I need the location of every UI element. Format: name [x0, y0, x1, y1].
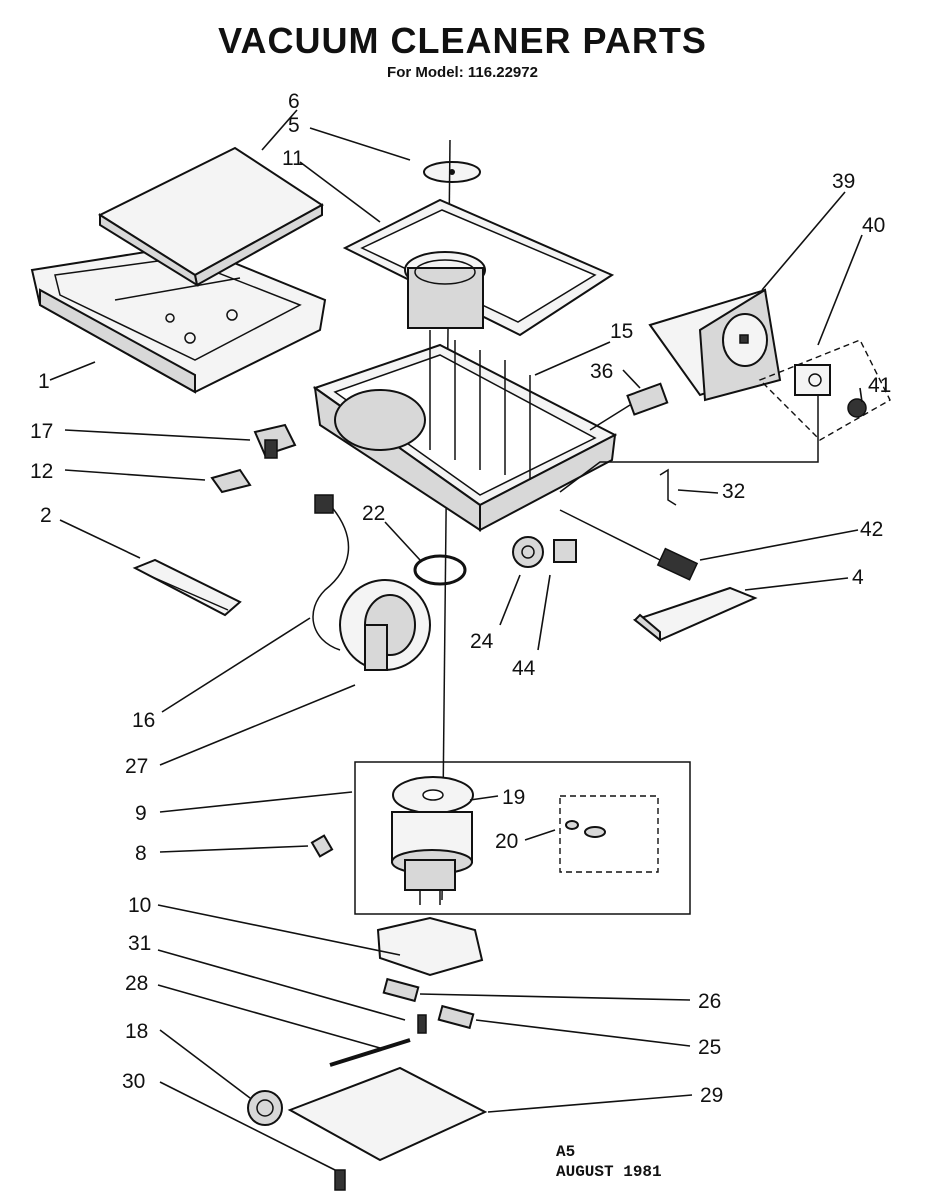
- part-1-lid-tray: [30, 243, 327, 394]
- part-40-clip: [794, 364, 831, 396]
- callout-5: 5: [288, 114, 300, 137]
- part-40-reference-line: [559, 395, 819, 493]
- callout-16: 16: [132, 709, 155, 732]
- callout-31: 31: [128, 932, 151, 955]
- part-8-screw: [310, 834, 334, 858]
- callout-2: 2: [40, 504, 52, 527]
- part-31-screw: [417, 1014, 427, 1034]
- callout-25: 25: [698, 1036, 721, 1059]
- part-28-rod: [329, 1038, 411, 1067]
- part-10-fan: [376, 916, 484, 977]
- page-title: VACUUM CLEANER PARTS: [218, 20, 707, 61]
- callout-10: 10: [128, 894, 151, 917]
- part-12-button: [210, 468, 252, 494]
- motor-body: [391, 811, 473, 905]
- callout-24: 24: [470, 630, 494, 653]
- part-29-base-plate: [287, 1066, 488, 1162]
- part-27-reel-bracket: [364, 624, 388, 671]
- callout-44: 44: [512, 657, 536, 680]
- part-30-screw: [334, 1169, 346, 1191]
- part-42-cord-plug: [559, 509, 699, 581]
- part-25-clip: [437, 1004, 475, 1030]
- callout-12: 12: [30, 460, 53, 483]
- callout-32: 32: [722, 480, 745, 503]
- callout-4: 4: [852, 566, 864, 589]
- part-22-o-ring: [413, 554, 467, 586]
- leader-lines: [49, 109, 863, 1171]
- model-subtitle: For Model: 116.22972: [387, 64, 538, 81]
- part-24-fitting: [512, 536, 544, 568]
- callout-27: 27: [125, 755, 148, 778]
- callout-39: 39: [832, 170, 855, 193]
- callout-20: 20: [495, 830, 518, 853]
- part-19-motor-cap: [392, 776, 474, 814]
- footer-block: A5 AUGUST 1981: [556, 1142, 662, 1182]
- callout-30: 30: [122, 1070, 145, 1093]
- callout-26: 26: [698, 990, 721, 1013]
- callout-42: 42: [860, 518, 883, 541]
- callout-6: 6: [288, 90, 300, 113]
- part-4-handle: [632, 586, 758, 643]
- callout-18: 18: [125, 1020, 148, 1043]
- part-41-nut: [847, 398, 867, 418]
- part-39-bag-holder: [648, 288, 782, 402]
- callout-19: 19: [502, 786, 525, 809]
- part-2-latch: [132, 558, 242, 617]
- part-44-fitting: [553, 539, 577, 563]
- part-20-brush-box: [559, 795, 659, 873]
- part-15-housing: [312, 251, 618, 532]
- part-26-clip: [382, 977, 420, 1003]
- callout-36: 36: [590, 360, 613, 383]
- callout-8: 8: [135, 842, 147, 865]
- callout-numbers: 1 2 4 5 6 8 9 10 11 12 15 16 17 18 19 20…: [30, 90, 891, 1107]
- part-17-switch: [253, 423, 297, 459]
- callout-15: 15: [610, 320, 633, 343]
- callout-1: 1: [38, 370, 50, 393]
- part-5-center: [449, 169, 455, 175]
- callout-29: 29: [700, 1084, 723, 1107]
- callout-9: 9: [135, 802, 147, 825]
- footer-code: A5: [556, 1143, 576, 1161]
- callout-22: 22: [362, 502, 385, 525]
- part-36-switch: [589, 382, 669, 431]
- callout-28: 28: [125, 972, 148, 995]
- footer-date: AUGUST 1981: [556, 1163, 662, 1181]
- part-18-wheel: [247, 1090, 283, 1126]
- callout-41: 41: [868, 374, 891, 397]
- callout-17: 17: [30, 420, 53, 443]
- part-20-brushes: [565, 820, 606, 838]
- part-9-motor-box: [354, 761, 691, 915]
- part-6-lid-cover: [97, 146, 324, 288]
- parts-40-41-group-box: [758, 339, 891, 441]
- callout-40: 40: [862, 214, 885, 237]
- callout-11: 11: [282, 147, 304, 170]
- part-32-bracket: [659, 468, 677, 506]
